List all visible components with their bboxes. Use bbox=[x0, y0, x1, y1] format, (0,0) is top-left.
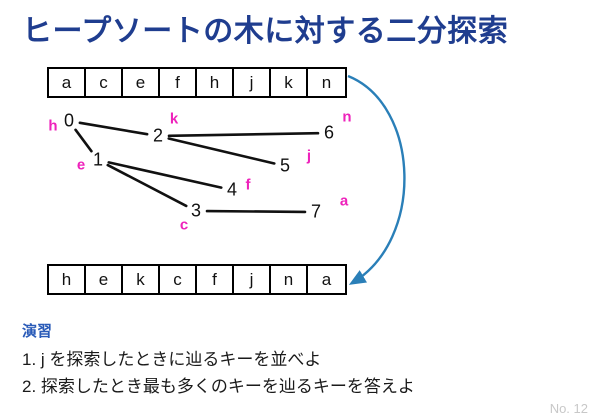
array-cell: j bbox=[234, 69, 271, 96]
exercise-item-2: 2. 探索したとき最も多くのキーを辿るキーを答えよ bbox=[22, 377, 415, 396]
heap-array: h e k c f j n a bbox=[47, 264, 347, 295]
page-number: No. 12 bbox=[549, 401, 588, 416]
tree-node-key: a bbox=[339, 192, 349, 210]
array-cell: k bbox=[123, 266, 160, 293]
array-cell: a bbox=[49, 69, 86, 96]
array-cell: j bbox=[234, 266, 271, 293]
array-cell: c bbox=[86, 69, 123, 96]
array-cell: n bbox=[271, 266, 308, 293]
exercise-item-1: 1. j を探索したときに辿るキーを並べよ bbox=[22, 350, 322, 369]
sorted-array: a c e f h j k n bbox=[47, 67, 347, 98]
curved-transform-arrow bbox=[347, 74, 406, 285]
tree-edge bbox=[106, 163, 188, 208]
tree-node-index: 1 bbox=[92, 149, 104, 170]
tree-node-index: 2 bbox=[152, 125, 164, 146]
tree-edge bbox=[107, 161, 223, 189]
array-cell: n bbox=[321, 72, 332, 92]
array-cell: f bbox=[160, 69, 197, 96]
tree-node-key: j bbox=[306, 147, 312, 165]
tree-node-key: f bbox=[245, 176, 251, 194]
array-cell: c bbox=[160, 266, 197, 293]
page-title: ヒープソートの木に対する二分探索 bbox=[22, 15, 509, 48]
tree-node-key: k bbox=[169, 110, 179, 128]
tree-edge bbox=[74, 128, 93, 153]
array-cell: h bbox=[197, 69, 234, 96]
exercise-heading: 演習 bbox=[22, 323, 53, 340]
tree-node-index: 3 bbox=[190, 200, 202, 221]
tree-node-index: 5 bbox=[279, 155, 291, 176]
array-cell: k bbox=[271, 69, 308, 96]
tree-edge bbox=[78, 121, 149, 136]
tree-node-key: e bbox=[76, 156, 86, 174]
array-cell: h bbox=[49, 266, 86, 293]
tree-node-key: n bbox=[342, 108, 352, 126]
tree-edge bbox=[167, 131, 320, 138]
tree-node-index: 6 bbox=[323, 122, 335, 143]
tree-node-key: h bbox=[48, 117, 58, 135]
tree-node-index: 4 bbox=[226, 179, 238, 200]
tree-node-index: 0 bbox=[63, 110, 75, 131]
array-cell: a bbox=[321, 269, 332, 289]
array-cell: e bbox=[86, 266, 123, 293]
array-cell: e bbox=[123, 69, 160, 96]
array-cell: f bbox=[197, 266, 234, 293]
tree-edge bbox=[205, 209, 307, 214]
tree-edge bbox=[167, 137, 276, 165]
tree-node-index: 7 bbox=[310, 201, 322, 222]
tree-node-key: c bbox=[179, 216, 189, 234]
